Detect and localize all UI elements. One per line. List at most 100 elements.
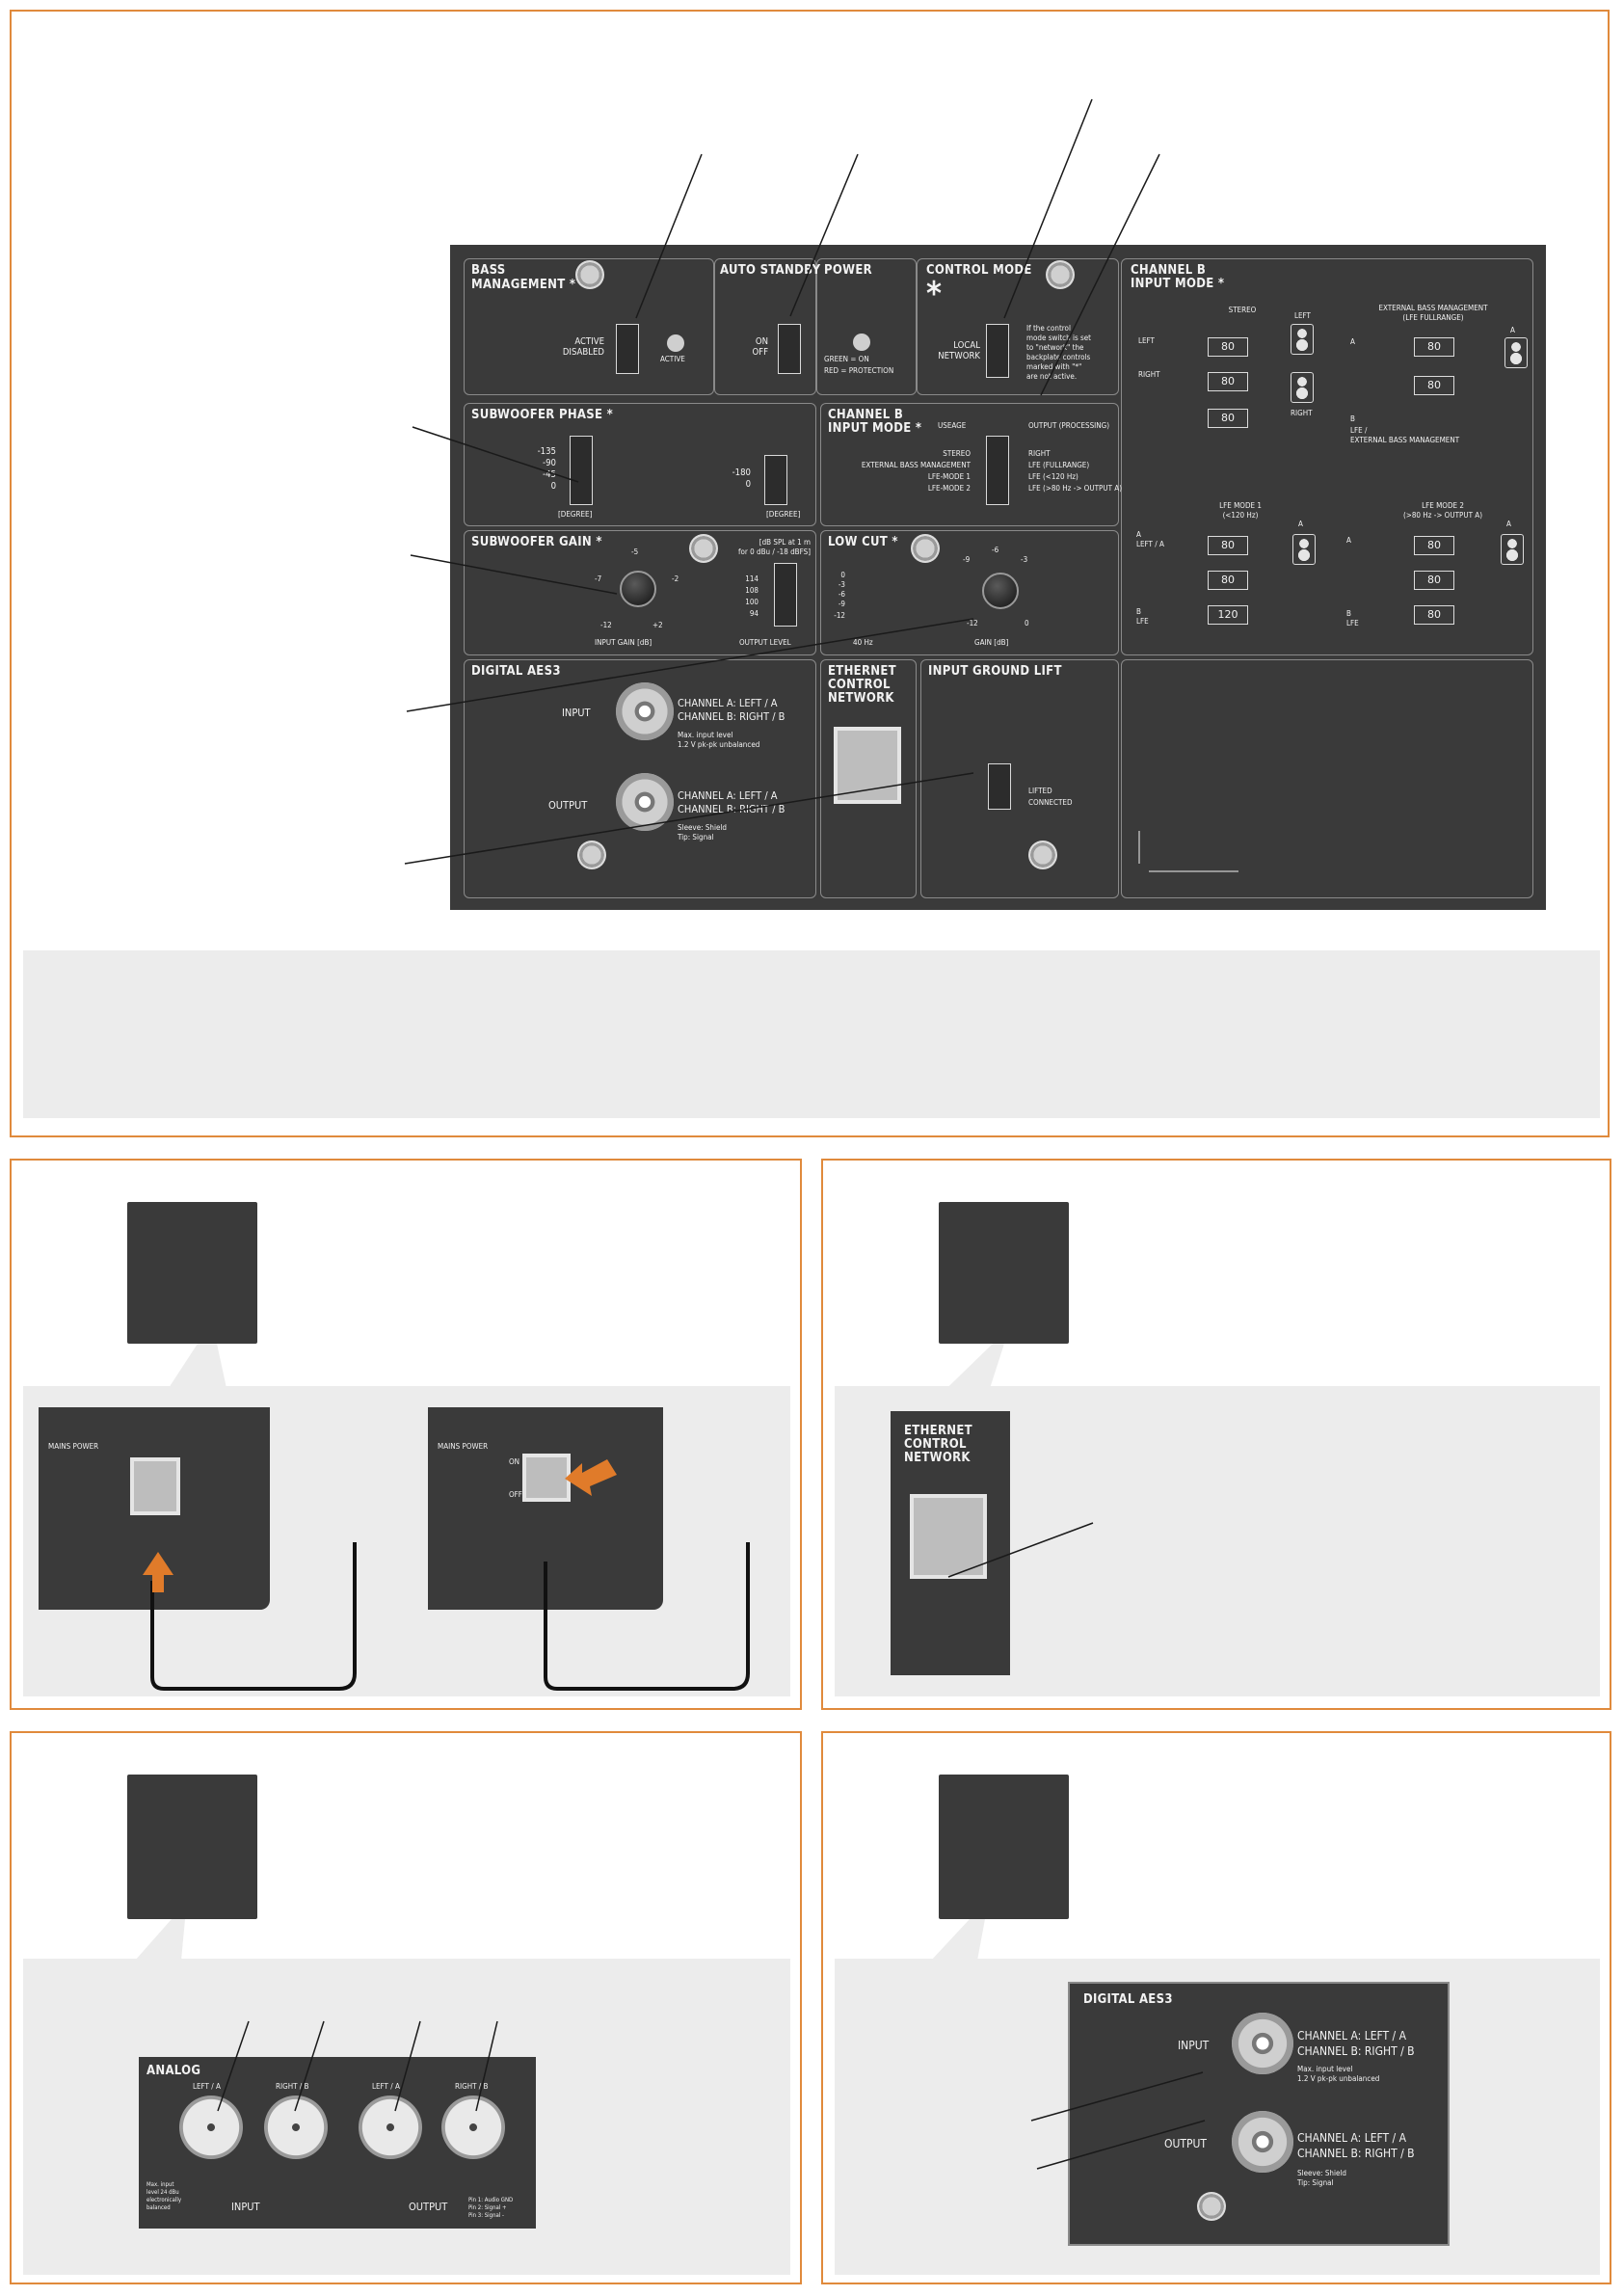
aes3-output-connector[interactable] — [616, 773, 674, 831]
lfe2-a-speaker-label: A — [1506, 520, 1511, 528]
aes3-detail-output: OUTPUT — [1164, 2137, 1207, 2150]
output-level-value: 94 — [749, 609, 759, 618]
input-gain-knob[interactable] — [620, 571, 656, 607]
aes3-channel-b-2: CHANNEL B: RIGHT / B — [678, 803, 785, 815]
lfe-mode-2-sub: (>80 Hz -> OUTPUT A) — [1402, 511, 1483, 520]
ground-lift-lifted: LIFTED — [1028, 787, 1052, 795]
usage-option: LFE-MODE 1 — [927, 472, 971, 481]
filter-box: 80 — [1414, 536, 1454, 555]
lfe1-a-label: A — [1136, 530, 1141, 539]
aes3-detail-channel-a-2: CHANNEL A: LEFT / A — [1297, 2131, 1406, 2145]
low-cut-tick: -9 — [963, 555, 971, 564]
control-network-label: NETWORK — [938, 351, 980, 361]
analog-note: balanced — [146, 2204, 171, 2211]
speaker-icon — [1291, 372, 1314, 403]
analog-output-right-connector[interactable] — [441, 2096, 505, 2159]
output-level-label: OUTPUT LEVEL — [739, 638, 791, 647]
control-note-4: backplate controls — [1026, 353, 1091, 361]
aes3-sleeve: Sleeve: Shield — [678, 823, 727, 832]
sub-gain-title: SUBWOOFER GAIN * — [471, 535, 602, 549]
speaker-icon — [1292, 534, 1316, 565]
lfe1-a-speaker-label: A — [1298, 520, 1303, 528]
bass-active-led — [667, 334, 684, 352]
channel-b-title-2: INPUT MODE * — [1131, 277, 1225, 291]
aes3-input-connector[interactable] — [616, 682, 674, 740]
low-cut-curve-value: -12 — [834, 611, 845, 620]
phase-degree-label: [DEGREE] — [766, 510, 801, 519]
lfe-mode-1-label: LFE MODE 1 — [1219, 501, 1262, 510]
filter-box: 80 — [1208, 337, 1248, 357]
control-note-2: mode switch is set — [1026, 334, 1091, 342]
output-option: RIGHT — [1028, 449, 1051, 458]
analog-pin: Pin 2: Signal + — [468, 2204, 507, 2211]
input-gain-label: INPUT GAIN [dB] — [595, 638, 652, 647]
power-note-2: RED = PROTECTION — [824, 366, 894, 375]
aes3-detail-max-1: Max. input level — [1297, 2065, 1353, 2073]
ethernet-detail-title-3: NETWORK — [904, 1451, 971, 1465]
low-cut-tick: -12 — [967, 619, 978, 627]
screw-icon — [1028, 841, 1057, 869]
aes3-detail-output-connector[interactable] — [1232, 2111, 1293, 2173]
analog-note: electronically — [146, 2197, 182, 2203]
low-cut-curve-value: -3 — [838, 580, 845, 589]
lfe1-b-label: B — [1136, 607, 1141, 616]
power-title: POWER — [824, 263, 872, 278]
aes3-detail-input-connector[interactable] — [1232, 2013, 1293, 2074]
channel-b-mode-switch[interactable] — [986, 436, 1009, 505]
aes3-output-label: OUTPUT — [548, 799, 588, 812]
mains-off-label: OFF — [509, 1490, 522, 1499]
output-level-value: 100 — [745, 598, 759, 606]
filter-box: 80 — [1208, 536, 1248, 555]
channel-b-mode-title: CHANNEL B — [828, 408, 904, 422]
control-note-3: to "network" the — [1026, 343, 1084, 352]
lfe-mode-1-sub: (<120 Hz) — [1222, 511, 1259, 520]
low-cut-knob[interactable] — [982, 573, 1019, 609]
speaker-icon — [1291, 324, 1314, 355]
bass-management-title-2: MANAGEMENT * — [471, 278, 576, 292]
analog-title: ANALOG — [146, 2064, 201, 2078]
ext-a-label: A — [1350, 337, 1355, 346]
analog-output-left-connector[interactable] — [359, 2096, 422, 2159]
lfe1-lfe-label: LFE — [1136, 617, 1149, 626]
usage-option: STEREO — [943, 449, 971, 458]
bass-led-label: ACTIVE — [660, 355, 685, 363]
ethernet-port[interactable] — [834, 727, 901, 804]
power-socket[interactable] — [130, 1457, 180, 1515]
aes3-detail-max-2: 1.2 V pk-pk unbalanced — [1297, 2074, 1380, 2083]
auto-standby-title: AUTO STANDBY — [720, 263, 821, 278]
bass-active-label: ACTIVE — [574, 336, 604, 347]
control-note-1: If the control — [1026, 324, 1071, 333]
control-mode-switch[interactable] — [986, 324, 1009, 378]
section-auto-standby — [714, 258, 816, 395]
ethernet-detail-port[interactable] — [910, 1494, 987, 1579]
screw-icon — [577, 841, 606, 869]
lfe-mode-2-label: LFE MODE 2 — [1422, 501, 1464, 510]
spl-note-2: for 0 dBu / -18 dBFS] — [737, 547, 811, 556]
gain-tick: -2 — [672, 574, 679, 583]
output-level-switch[interactable] — [774, 563, 797, 627]
lfe2-a-label: A — [1346, 536, 1351, 545]
auto-standby-switch[interactable] — [778, 324, 801, 374]
mains-detail-1: MAINS POWER — [39, 1407, 270, 1610]
output-level-value: 108 — [745, 586, 759, 595]
ethernet-title-3: NETWORK — [828, 691, 894, 706]
aes3-figure-frame — [821, 1731, 1611, 2284]
analog-input-left-connector[interactable] — [179, 2096, 243, 2159]
screw-icon — [911, 534, 940, 563]
left-speaker-label: LEFT — [1294, 311, 1311, 320]
standby-on-label: ON — [755, 336, 768, 347]
phase-value: -135 — [537, 446, 556, 457]
power-switch[interactable] — [522, 1454, 571, 1502]
sub-phase-title: SUBWOOFER PHASE * — [471, 408, 614, 422]
analog-label: LEFT / A — [193, 2082, 221, 2091]
low-cut-curve-value: 0 — [840, 571, 845, 579]
sub-phase-invert-switch[interactable] — [764, 455, 787, 505]
top-figure-frame — [10, 10, 1610, 1137]
ground-lift-switch[interactable] — [988, 763, 1011, 810]
analog-label: LEFT / A — [372, 2082, 400, 2091]
bass-management-switch[interactable] — [616, 324, 639, 374]
sub-phase-switch[interactable] — [570, 436, 593, 505]
analog-input-right-connector[interactable] — [264, 2096, 328, 2159]
aes3-channel-b: CHANNEL B: RIGHT / B — [678, 710, 785, 723]
screw-icon — [1197, 2192, 1226, 2221]
